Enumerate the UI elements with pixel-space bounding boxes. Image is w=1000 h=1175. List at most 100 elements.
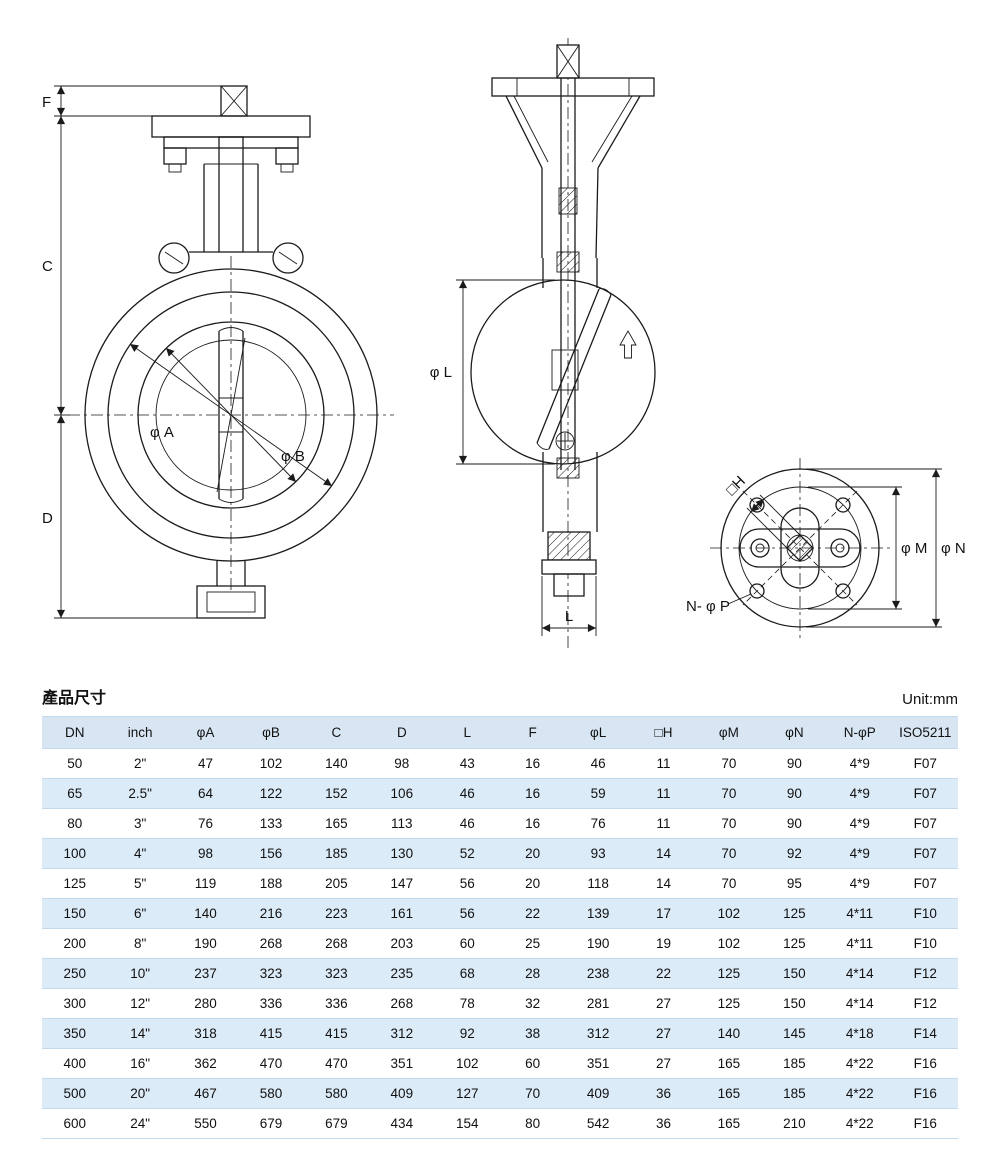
table-cell: 56: [434, 898, 500, 929]
table-cell: 80: [67, 816, 83, 831]
table-cell: 140: [172, 898, 239, 929]
column-header: F: [499, 716, 566, 749]
table-cell: 351: [586, 1056, 610, 1071]
table-cell: 8": [133, 936, 147, 951]
table-cell: 11: [656, 816, 671, 831]
table-cell: 152: [303, 778, 370, 809]
table-cell: 47: [198, 756, 214, 771]
table-cell: 4*9: [827, 838, 893, 869]
table-cell: 56: [459, 876, 475, 891]
table-cell: 113: [391, 816, 413, 831]
table-cell: F07: [913, 876, 937, 891]
column-header: φA: [172, 716, 239, 749]
table-cell: 102: [717, 936, 741, 951]
table-cell: F07: [892, 838, 958, 869]
table-cell: 22: [499, 898, 566, 929]
table-cell: 336: [259, 996, 283, 1011]
table-cell: F16: [913, 1116, 937, 1131]
dim-label-L: L: [565, 608, 573, 625]
table-cell: 4*11: [827, 898, 893, 929]
table-cell: 19: [655, 936, 672, 951]
table-cell: 4*22: [845, 1116, 874, 1131]
table-cell: 4*9: [849, 816, 870, 831]
table-cell: 140: [325, 756, 348, 771]
table-cell: 46: [590, 756, 606, 771]
table-cell: 235: [369, 958, 435, 989]
table-cell: 4*9: [849, 876, 870, 891]
table-cell: 28: [499, 958, 566, 989]
table-cell: 165: [717, 1056, 741, 1071]
column-header: DN: [42, 716, 108, 749]
table-cell: 11: [656, 756, 671, 771]
column-header: φN: [761, 716, 828, 749]
column-header: L: [434, 716, 500, 749]
column-header: ISO5211: [892, 716, 958, 749]
table-cell: 409: [565, 1078, 631, 1109]
table-cell: 46: [434, 778, 500, 809]
table-cell: 323: [238, 958, 304, 989]
table-cell: F16: [913, 1056, 937, 1071]
table-cell: 90: [786, 756, 802, 771]
table-cell: 92: [761, 838, 828, 869]
table-cell: 409: [369, 1078, 435, 1109]
table-cell: 20: [525, 876, 541, 891]
table-cell: 237: [172, 958, 239, 989]
side-view-drawing: φ L L: [430, 38, 656, 648]
table-cell: 210: [783, 1116, 806, 1131]
column-header: inch: [107, 716, 173, 749]
table-cell: 268: [259, 936, 283, 951]
valve-technical-drawing: φ A φ B F C D: [42, 38, 966, 648]
dim-label-phiA: φ A: [150, 424, 174, 441]
table-cell: 400: [63, 1056, 86, 1071]
table-cell: 90: [761, 778, 828, 809]
table-cell: 203: [390, 936, 414, 951]
dim-label-D: D: [42, 510, 53, 527]
table-cell: 150: [783, 996, 806, 1011]
table-cell: F12: [913, 996, 937, 1011]
table-cell: 250: [42, 958, 108, 989]
table-cell: 185: [783, 1056, 806, 1071]
table-cell: 336: [325, 996, 348, 1011]
table-cell: 312: [369, 1018, 435, 1049]
table-cell: 139: [565, 898, 631, 929]
front-view-drawing: φ A φ B F C D: [42, 85, 394, 619]
table-cell: 542: [586, 1116, 610, 1131]
column-header: φB: [238, 716, 304, 749]
table-cell: 580: [303, 1078, 370, 1109]
table-cell: 70: [696, 778, 762, 809]
table-cell: 125: [63, 876, 86, 891]
table-cell: 106: [369, 778, 435, 809]
table-cell: 300: [63, 996, 86, 1011]
dim-label-nphip: N- φ P: [686, 598, 730, 615]
table-cell: 70: [721, 756, 737, 771]
dim-label-phiL: φ L: [430, 364, 452, 381]
table-cell: 119: [194, 876, 217, 891]
table-cell: 32: [525, 996, 541, 1011]
table-cell: 145: [761, 1018, 828, 1049]
table-header-bar: 產品尺寸 Unit:mm: [42, 684, 958, 708]
table-cell: 102: [455, 1056, 479, 1071]
table-cell: 90: [786, 816, 802, 831]
table-cell: 78: [459, 996, 475, 1011]
table-cell: 60: [459, 936, 475, 951]
table-cell: F16: [892, 1078, 958, 1109]
table-cell: 318: [172, 1018, 239, 1049]
table-cell: 50: [67, 756, 83, 771]
table-cell: 4*18: [827, 1018, 893, 1049]
table-cell: 150: [761, 958, 828, 989]
table-cell: 500: [42, 1078, 108, 1109]
table-cell: 350: [42, 1018, 108, 1049]
table-cell: 156: [238, 838, 304, 869]
table-cell: 11: [630, 778, 697, 809]
table-cell: 14: [630, 838, 697, 869]
table-cell: 16: [525, 756, 541, 771]
table-cell: 127: [434, 1078, 500, 1109]
table-cell: 80: [525, 1116, 541, 1131]
table-cell: 130: [369, 838, 435, 869]
table-cell: 3": [133, 816, 147, 831]
